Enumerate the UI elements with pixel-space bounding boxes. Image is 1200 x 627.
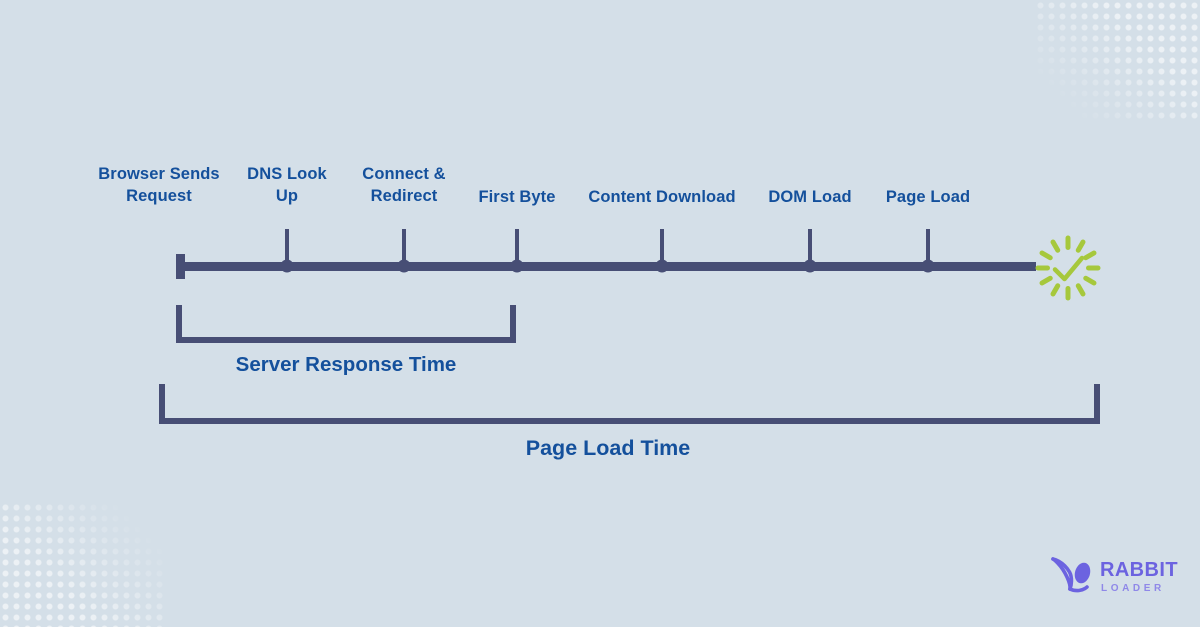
spinner-dash (1039, 275, 1053, 286)
milestone-dot-content-download (655, 259, 669, 273)
background-dot-texture-bottom-left (0, 502, 165, 627)
milestone-label-dns-look-up: DNS Look Up (247, 165, 327, 205)
spinner-dash (1050, 283, 1061, 297)
logo-secondary-text: LOADER (1101, 583, 1165, 594)
bracket-caption-page-load-time: Page Load Time (525, 436, 691, 460)
loading-complete-spinner (1034, 234, 1102, 302)
milestone-tick-stem-first-byte (515, 229, 519, 266)
spinner-icon (1035, 235, 1101, 301)
bracket-page-load-time (159, 384, 1100, 424)
spinner-dash (1075, 239, 1086, 253)
milestone-tick-stem-dns-look-up (285, 229, 289, 266)
timeline-axis-bar (176, 262, 1036, 271)
milestone-label-page-load: Page Load (885, 188, 971, 206)
spinner-dash (1039, 250, 1053, 261)
milestone-label-browser-sends-request: Browser Sends Request (98, 165, 220, 205)
logo-primary-text: RABBIT (1100, 559, 1178, 581)
spinner-dash (1050, 239, 1061, 253)
milestone-label-dom-load: DOM Load (768, 188, 852, 206)
milestone-tick-stem-connect-redirect (402, 229, 406, 266)
rabbit-icon (1051, 557, 1091, 593)
logo-svg: RABBIT LOADER (1051, 557, 1178, 594)
timeline-start-cap (176, 254, 185, 279)
bracket-server-response-time (176, 305, 516, 343)
milestone-dot-dns-look-up (280, 259, 294, 273)
check-icon (1052, 255, 1085, 282)
milestone-dot-first-byte (510, 259, 524, 273)
milestone-tick-stem-page-load (926, 229, 930, 266)
background-dot-texture-top-right (1035, 0, 1200, 120)
bracket-caption-server-response-time: Server Response Time (235, 353, 457, 376)
spinner-dash (1083, 250, 1097, 261)
milestone-label-first-byte: First Byte (478, 188, 556, 206)
milestone-label-connect-redirect: Connect & Redirect (362, 165, 446, 205)
milestone-tick-stem-dom-load (808, 229, 812, 266)
rabbit-loader-logo: RABBIT LOADER (1048, 550, 1178, 600)
milestone-dot-connect-redirect (397, 259, 411, 273)
spinner-dash (1075, 283, 1086, 297)
milestone-dot-page-load (921, 259, 935, 273)
milestone-label-content-download: Content Download (588, 188, 736, 206)
milestone-dot-dom-load (803, 259, 817, 273)
spinner-dash (1083, 275, 1097, 286)
milestone-tick-stem-content-download (660, 229, 664, 266)
